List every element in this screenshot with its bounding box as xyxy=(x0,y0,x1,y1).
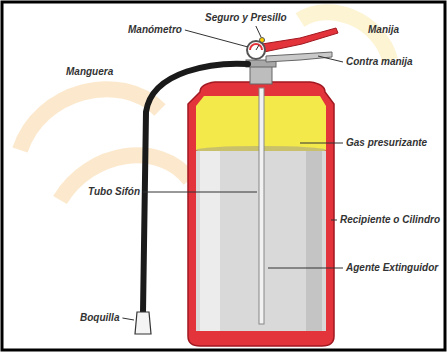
part-label: Contra manija xyxy=(346,56,413,68)
part-label: Gas presurizante xyxy=(346,137,427,149)
part-label: Boquilla xyxy=(80,312,119,324)
part-label: Manija xyxy=(368,24,399,36)
nozzle xyxy=(135,312,151,334)
leader-line xyxy=(268,268,343,269)
part-label: Manómetro xyxy=(128,24,182,36)
part-label: Agente Extinguidor xyxy=(346,262,438,274)
leader-line xyxy=(318,56,343,62)
handle xyxy=(262,28,338,52)
pressure-gauge xyxy=(247,41,265,59)
valve-neck xyxy=(250,66,272,84)
cylinder xyxy=(188,82,334,346)
part-label: Seguro y Presillo xyxy=(205,12,287,24)
siphon-tube xyxy=(259,88,264,324)
part-label: Manguera xyxy=(66,66,113,78)
leader-line xyxy=(331,220,337,221)
leader-line xyxy=(143,192,257,193)
highlight xyxy=(200,151,220,331)
leader-line xyxy=(300,143,343,144)
frame xyxy=(2,2,445,350)
leader-line xyxy=(185,30,248,47)
leader-line xyxy=(256,26,261,37)
hose xyxy=(143,64,248,312)
part-label: Recipiente o Cilindro xyxy=(340,214,440,226)
part-label: Tubo Sifón xyxy=(88,186,140,198)
leader-line xyxy=(122,318,134,320)
shade xyxy=(306,151,322,331)
